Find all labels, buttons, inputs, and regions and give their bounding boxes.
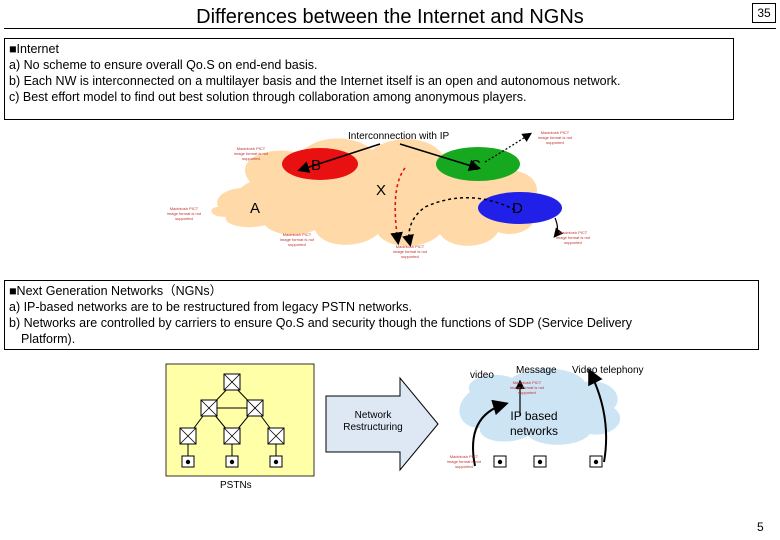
page-number: 5 <box>757 520 764 534</box>
network-b-label: B <box>311 157 322 174</box>
interconnection-arrow-right <box>399 143 481 172</box>
pict-placeholder-8: Macintosh PICT image format is not suppo… <box>447 454 482 469</box>
network-a-cloud <box>211 187 301 228</box>
service-video-telephony-label: Video telephony <box>572 365 644 376</box>
internet-point-c: c) Best effort model to find out best so… <box>9 90 527 104</box>
internet-point-a: a) No scheme to ensure overall Qo.S on e… <box>9 58 318 72</box>
network-a-label: A <box>250 200 261 217</box>
video-arrow <box>472 399 509 467</box>
pstn-label: PSTNs <box>220 480 252 491</box>
ngn-point-b: b) Networks are controlled by carriers t… <box>9 316 632 330</box>
pict-placeholder-5: Macintosh PICT image format is not suppo… <box>393 244 428 259</box>
interconnection-arrow-left <box>297 143 381 173</box>
ngn-point-b-continued: Platform). <box>21 332 76 346</box>
black-dotted-path <box>402 197 516 247</box>
restructuring-label: Network Restructuring <box>343 410 403 433</box>
pict-placeholder-7: Macintosh PICT image format is not suppo… <box>510 380 545 395</box>
title-divider <box>4 28 776 29</box>
ngn-point-a: a) IP-based networks are to be restructu… <box>9 300 412 314</box>
network-x-label: X <box>376 182 387 199</box>
internet-heading: ■Internet <box>9 42 59 56</box>
network-c-label: C <box>470 157 481 174</box>
ngn-heading: ■Next Generation Networks（NGNs） <box>9 284 223 298</box>
pict-placeholder-6: Macintosh PICT image format is not suppo… <box>556 230 591 245</box>
red-dotted-path <box>390 167 406 246</box>
ngn-text-box: ■Next Generation Networks（NGNs） a) IP-ba… <box>4 280 759 350</box>
pict-placeholder-1: Macintosh PICT image format is not suppo… <box>234 146 269 161</box>
ip-phones <box>493 455 603 468</box>
ip-networks-label: IP based networks <box>509 409 559 438</box>
restructuring-arrow <box>325 376 439 472</box>
internet-text-box: ■Internet a) No scheme to ensure overall… <box>4 38 734 120</box>
internet-point-b: b) Each NW is interconnected on a multil… <box>9 74 621 88</box>
internet-diagram <box>211 132 564 247</box>
slide-title: Differences between the Internet and NGN… <box>196 6 584 28</box>
pict-placeholder-3: Macintosh PICT image format is not suppo… <box>167 206 202 221</box>
pict-placeholder-2: Macintosh PICT image format is not suppo… <box>538 130 573 145</box>
slide-number-badge: 35 <box>752 3 776 23</box>
arrow-to-top-right <box>484 132 533 163</box>
service-message-label: Message <box>516 365 557 376</box>
video-telephony-arrow <box>588 368 608 463</box>
ip-networks-cloud <box>459 368 621 445</box>
arrow-to-bottom-right <box>553 217 564 238</box>
interconnection-label: Interconnection with IP <box>348 131 450 142</box>
pict-placeholder-4: Macintosh PICT image format is not suppo… <box>280 232 315 247</box>
network-d-cloud <box>478 192 562 224</box>
network-d-label: D <box>512 200 523 217</box>
service-video-label: video <box>470 370 494 381</box>
ngn-diagram <box>165 363 621 477</box>
